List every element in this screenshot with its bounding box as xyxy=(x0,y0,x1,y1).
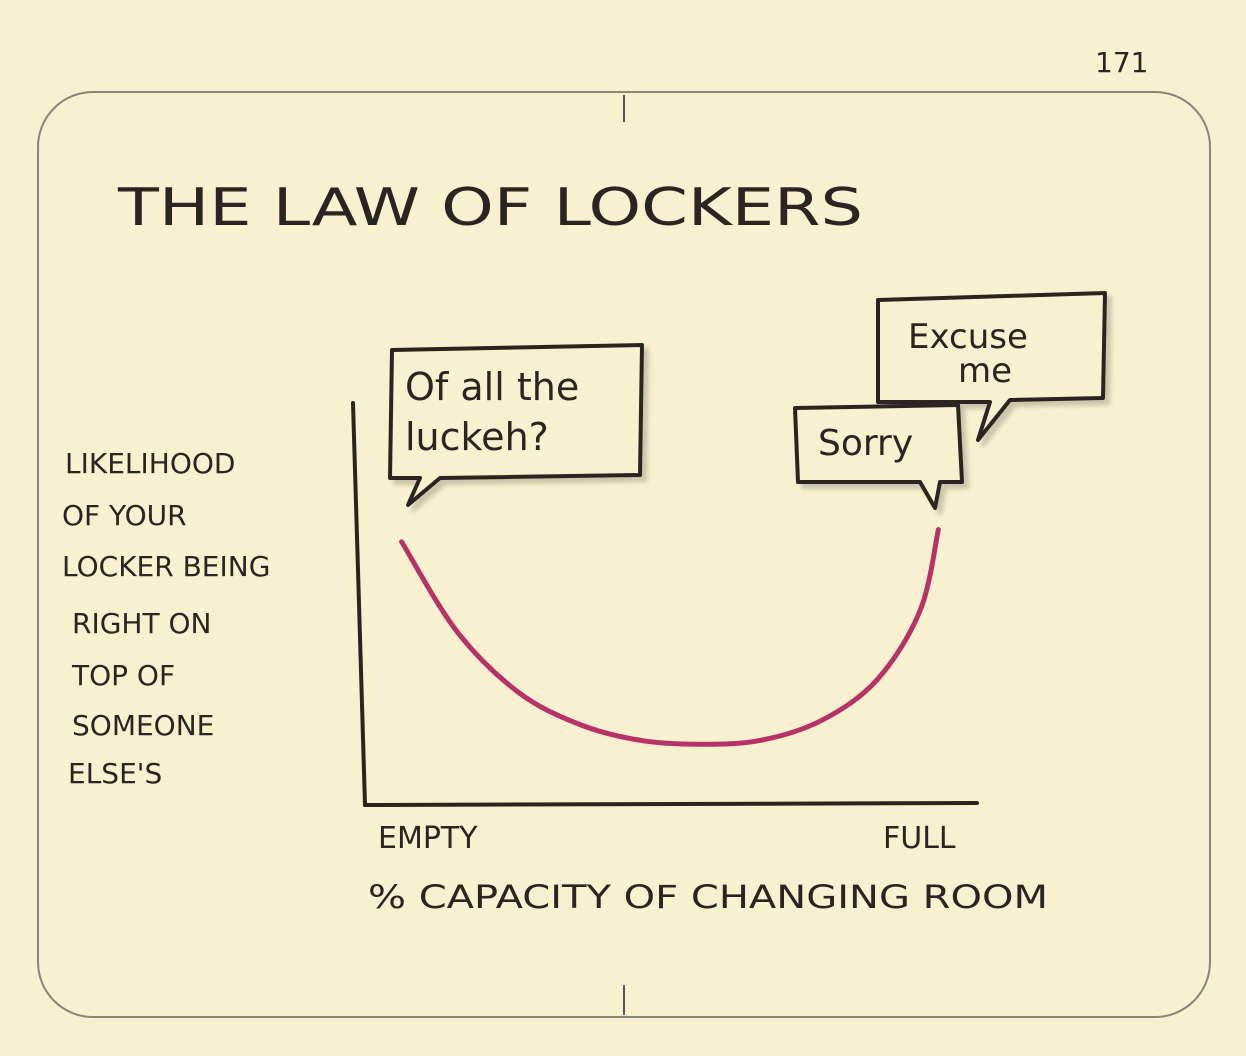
y-axis-label-line: SOMEONE xyxy=(72,709,214,742)
y-axis-label-line: TOP OF xyxy=(71,659,175,692)
page-number: 171 xyxy=(1095,46,1148,79)
y-axis xyxy=(351,401,367,807)
speech-bubble-sorry: Sorry xyxy=(793,403,964,510)
series-line xyxy=(399,527,941,747)
card-border xyxy=(37,91,1211,1018)
x-tick-label-empty: EMPTY xyxy=(378,821,478,856)
y-axis-label-line: LIKELIHOOD xyxy=(65,447,235,480)
chart-title: THE LAW OF LOCKERS xyxy=(117,178,863,238)
bubble-text-line: Excuse xyxy=(908,317,1028,357)
bubble-text-line: luckeh? xyxy=(405,415,549,459)
x-axis-label: % CAPACITY OF CHANGING ROOM xyxy=(368,878,1048,916)
y-axis-label-line: RIGHT ON xyxy=(72,607,211,640)
y-axis-label-line: ELSE'S xyxy=(68,757,162,790)
y-axis-label-line: LOCKER BEING xyxy=(62,550,270,583)
bubble-text-line: me xyxy=(958,351,1012,391)
speech-bubble-excuse-me: Excuse me xyxy=(876,291,1107,442)
x-axis xyxy=(363,801,979,807)
bubble-text-line: Sorry xyxy=(818,423,913,464)
x-tick-label-full: FULL xyxy=(883,821,956,856)
speech-bubble-of-all-the-lucke: Of all the luckeh? xyxy=(388,343,644,507)
y-axis-label: LIKELIHOOD OF YOUR LOCKER BEING RIGHT ON TOP… xyxy=(62,447,270,790)
y-axis-label-line: OF YOUR xyxy=(62,499,187,532)
bubble-text-line: Of all the xyxy=(405,365,579,409)
